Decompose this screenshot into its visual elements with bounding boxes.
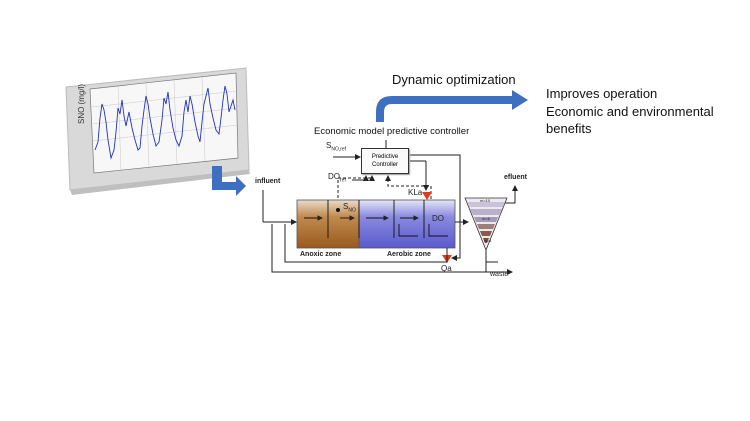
measurement-lines [337, 175, 432, 214]
do-ref-label: DOref [328, 172, 346, 184]
dynamic-optimization-label: Dynamic optimization [392, 72, 516, 87]
aerobic-tank [358, 199, 456, 249]
control-lines [333, 140, 461, 261]
sno-ref-sub: NO,ref [331, 146, 347, 153]
benefit-line-3: benefits [546, 121, 592, 136]
predictive-controller-box: Predictive Controller [361, 148, 409, 174]
time-series-plot: SNO (mg/l) [65, 67, 250, 195]
svg-text:SNO (mg/l): SNO (mg/l) [77, 84, 86, 124]
benefit-line-2: Economic and environmental [546, 104, 714, 119]
sno-sub: NO [348, 207, 356, 214]
anoxic-zone-label: Anoxic zone [300, 251, 342, 258]
sno-sensor-dot [336, 208, 340, 212]
sno-main: S [343, 202, 349, 211]
settler-layer-top: m=10 [480, 198, 491, 203]
do-label: DO [432, 214, 444, 223]
blue-up-right-arrow [376, 90, 528, 122]
kla-label: KLa [408, 188, 423, 197]
do-ref-main: DO [328, 172, 340, 181]
do-ref-sub: ref [340, 177, 346, 184]
sno-label: SNO [343, 202, 356, 214]
benefit-line-1: Improves operation [546, 86, 658, 101]
aerobic-zone-label: Aerobic zone [387, 251, 431, 258]
settler-layer-mid: m=6 [482, 216, 490, 221]
controller-line-1: Predictive [371, 154, 399, 160]
sno-ref-label: SNO,ref [326, 141, 346, 153]
empc-label: Economic model predictive controller [314, 126, 470, 137]
waste-label: waste [490, 271, 509, 278]
settler-layer-bottom: m=1 [484, 238, 492, 243]
influent-label: influent [255, 178, 281, 185]
plot-trace [94, 85, 236, 160]
controller-line-2: Controller [371, 162, 398, 168]
tank-internals [304, 200, 448, 238]
qa-label: Qa [441, 264, 452, 273]
kla-valve-icon [422, 192, 432, 200]
blue-down-right-arrow [212, 166, 246, 196]
efluent-label: efluent [504, 174, 527, 181]
sno-ref-main: S [326, 141, 332, 150]
settler [464, 197, 508, 252]
